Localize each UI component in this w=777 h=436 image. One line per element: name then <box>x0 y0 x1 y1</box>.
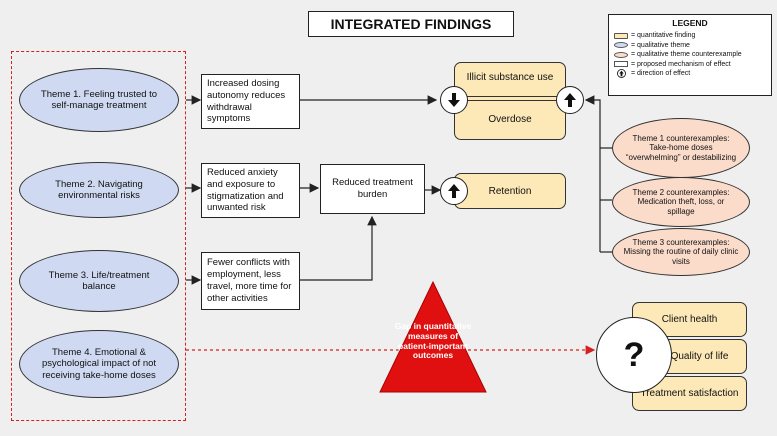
counterexample-theme-2: Theme 2 counterexamples: Medication thef… <box>612 177 750 227</box>
themes-dashed-group <box>11 51 186 421</box>
legend-item: = qualitative theme counterexample <box>614 50 766 60</box>
theme-3: Theme 3. Life/treatment balance <box>19 250 179 312</box>
mechanism-fewer-conflicts: Fewer conflicts with employment, less tr… <box>201 252 300 310</box>
legend-item: = qualitative theme <box>614 41 766 51</box>
qualitative-swatch <box>614 42 628 49</box>
mechanism-swatch <box>614 61 628 68</box>
direction-arrow-icon <box>614 69 628 79</box>
question-mark-icon: ? <box>596 317 672 393</box>
legend-item-label: = direction of effect <box>631 70 691 78</box>
arrow-counterexamples-to-illicit <box>584 95 601 148</box>
gap-label: Gap in quantitative measures of patient-… <box>394 321 472 361</box>
up-arrow-icon <box>556 86 584 114</box>
quantitative-client-health: Client health <box>632 302 747 337</box>
arrow-mech3-to-burden <box>300 215 377 281</box>
mechanism-reduced-anxiety: Reduced anxiety and exposure to stigmati… <box>201 163 300 218</box>
legend: LEGEND = quantitative finding = qualitat… <box>608 14 772 96</box>
counterexample-theme-3: Theme 3 counterexamples: Missing the rou… <box>612 228 750 276</box>
legend-title: LEGEND <box>672 18 708 28</box>
quantitative-retention: Retention <box>454 173 566 209</box>
legend-item: = quantitative finding <box>614 31 766 41</box>
mechanism-reduced-burden: Reduced treatment burden <box>320 164 425 214</box>
theme-2: Theme 2. Navigating environmental risks <box>19 162 179 218</box>
quantitative-illicit-overdose: Illicit substance use Overdose <box>454 62 566 140</box>
gap-triangle <box>379 280 487 393</box>
counterexample-swatch <box>614 51 628 58</box>
quantitative-swatch <box>614 32 628 39</box>
legend-item-label: = proposed mechanism of effect <box>631 60 731 68</box>
up-arrow-icon <box>440 177 468 205</box>
counterexample-theme-1: Theme 1 counterexamples: Take-home doses… <box>612 118 750 178</box>
page-title: INTEGRATED FINDINGS <box>308 11 514 37</box>
illicit-substance-use-label: Illicit substance use <box>466 72 554 83</box>
mechanism-dosing-autonomy: Increased dosing autonomy reduces withdr… <box>201 74 300 129</box>
legend-item: = direction of effect <box>614 69 766 79</box>
legend-item-label: = quantitative finding <box>631 32 696 40</box>
theme-4: Theme 4. Emotional & psychological impac… <box>19 330 179 398</box>
legend-item: = proposed mechanism of effect <box>614 60 766 70</box>
legend-item-label: = qualitative theme counterexample <box>631 51 742 59</box>
theme-1: Theme 1. Feeling trusted to self-manage … <box>19 68 179 132</box>
down-arrow-icon <box>440 86 468 114</box>
overdose-label: Overdose <box>488 114 532 125</box>
divider <box>455 96 565 101</box>
legend-item-label: = qualitative theme <box>631 41 690 49</box>
